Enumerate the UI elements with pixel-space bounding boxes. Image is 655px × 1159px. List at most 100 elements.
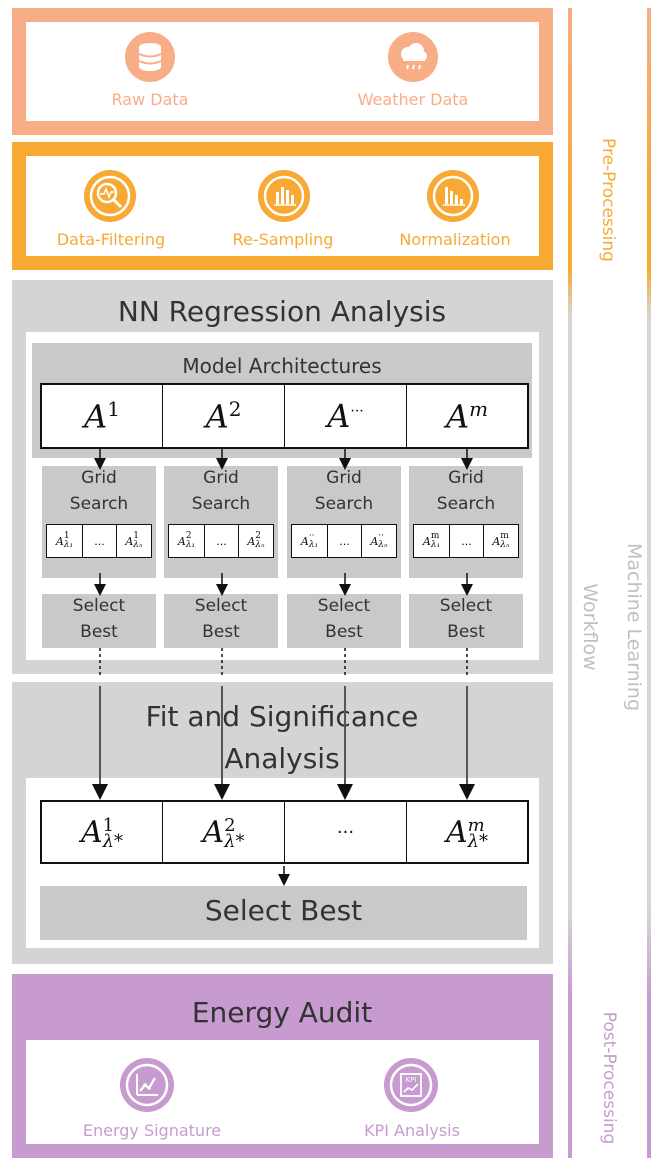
raw-data-section xyxy=(12,8,553,135)
kpi-icon: KPI xyxy=(384,1058,438,1112)
trend-chart-icon xyxy=(120,1058,174,1112)
re-sampling-label: Re-Sampling xyxy=(232,230,334,249)
result-base: A xyxy=(445,814,468,850)
svg-text:KPI: KPI xyxy=(406,1076,417,1084)
grid-label-line1: Grid xyxy=(448,468,484,488)
architecture-sup: 2 xyxy=(228,396,242,421)
select-best-final: Select Best xyxy=(40,886,527,940)
architecture-sup: m xyxy=(469,396,489,421)
grid-label-line1: Grid xyxy=(203,468,239,488)
grid-search-box: Grid Search A··λ₁ ... A··λₙ xyxy=(287,466,401,578)
select-best-final-label: Select Best xyxy=(204,894,363,927)
kpi-analysis-label: KPI Analysis xyxy=(364,1121,460,1140)
select-best-box: Select Best xyxy=(287,594,401,648)
energy-audit-inner xyxy=(26,1040,539,1144)
hyperparameter-last: A··λₙ xyxy=(370,531,388,550)
select-label-line1: Select xyxy=(439,596,493,616)
architecture-base: A xyxy=(327,397,351,435)
cloud-rain-icon xyxy=(388,32,438,82)
side-line-right xyxy=(647,8,651,1158)
hyperparameter-row: A··λ₁ ... A··λₙ xyxy=(291,524,397,558)
architecture-cell-2: A2 xyxy=(163,385,285,447)
magnifier-chart-icon xyxy=(84,170,136,222)
select-label-line2: Best xyxy=(80,622,118,642)
grid-label-line2: Search xyxy=(436,494,496,514)
bar-chart-icon xyxy=(258,170,310,222)
result-ellipsis: ··· xyxy=(336,821,355,843)
grid-label-line1: Grid xyxy=(326,468,362,488)
normalization-label: Normalization xyxy=(399,230,511,249)
grid-label-line1: Grid xyxy=(81,468,117,488)
weather-data-label: Weather Data xyxy=(357,90,469,109)
select-label-line2: Best xyxy=(325,622,363,642)
result-sub: λ* xyxy=(224,830,245,852)
architecture-sup: 1 xyxy=(107,396,120,421)
grid-label-line2: Search xyxy=(314,494,374,514)
result-sub: λ* xyxy=(467,830,489,852)
result-base: A xyxy=(202,814,225,850)
energy-audit-section xyxy=(12,974,553,1158)
select-label-line2: Best xyxy=(447,622,485,642)
architecture-base: A xyxy=(445,397,470,436)
nn-regression-title: NN Regression Analysis xyxy=(117,295,447,328)
side-label-post-processing: Post-Processing xyxy=(599,1011,619,1145)
fit-title-line2: Analysis xyxy=(224,742,340,775)
database-icon xyxy=(125,32,175,82)
select-best-box: Select Best xyxy=(409,594,523,648)
architecture-cell-1: A1 xyxy=(42,385,163,447)
hyperparameter-ellipsis: ... xyxy=(328,525,362,557)
data-filtering-label: Data-Filtering xyxy=(56,230,166,249)
descending-bars-icon xyxy=(427,170,479,222)
fit-title-line1: Fit and Significance xyxy=(145,700,419,733)
energy-audit-title: Energy Audit xyxy=(191,996,373,1029)
architectures-row: A1 A2 A··· Am xyxy=(40,383,529,449)
raw-data-inner xyxy=(26,22,539,121)
select-best-box: Select Best xyxy=(164,594,278,648)
result-cell-3: ··· xyxy=(285,802,407,862)
raw-data-label: Raw Data xyxy=(111,90,189,109)
select-label-line2: Best xyxy=(202,622,240,642)
energy-signature-label: Energy Signature xyxy=(82,1121,222,1140)
architecture-sup: ··· xyxy=(350,403,364,420)
side-label-workflow: Workflow xyxy=(579,583,601,671)
result-sup: m xyxy=(467,814,485,836)
grid-label-line2: Search xyxy=(69,494,129,514)
grid-label-line2: Search xyxy=(191,494,251,514)
architecture-cell-4: Am xyxy=(407,385,527,447)
hyperparameter-ellipsis: ... xyxy=(205,525,239,557)
architecture-base: A xyxy=(84,397,108,436)
hyperparameter-ellipsis: ... xyxy=(83,525,117,557)
select-best-box: Select Best xyxy=(42,594,156,648)
result-sup: 1 xyxy=(102,814,115,836)
model-architectures-title: Model Architectures xyxy=(182,354,382,378)
hyperparameter-first: A··λ₁ xyxy=(292,525,328,557)
architecture-base: A xyxy=(205,397,229,436)
architecture-cell-3: A··· xyxy=(285,385,407,447)
result-sub: λ* xyxy=(102,830,124,852)
side-label-machine-learning: Machine Learning xyxy=(623,542,645,712)
result-base: A xyxy=(80,814,103,850)
side-label-pre-processing: Pre-Processing xyxy=(598,138,618,262)
result-sup: 2 xyxy=(224,814,236,836)
select-label-line1: Select xyxy=(194,596,248,616)
side-line-left xyxy=(568,8,572,1158)
select-label-line1: Select xyxy=(72,596,126,616)
hyperparameter-ellipsis: ... xyxy=(450,525,484,557)
select-label-line1: Select xyxy=(317,596,371,616)
